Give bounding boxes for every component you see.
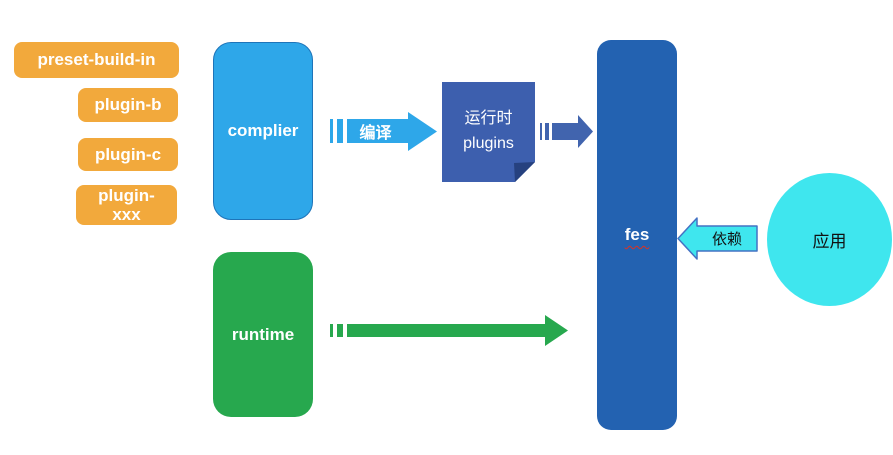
plugins-to-fes-arrow (540, 115, 593, 148)
runtime-box: runtime (213, 252, 313, 417)
complier-box: complier (213, 42, 313, 220)
runtime-arrow (330, 315, 568, 346)
runtime-plugins-line1: 运行时 (464, 110, 513, 128)
runtime-label: runtime (231, 324, 295, 344)
app-label: 应用 (812, 232, 847, 251)
runtime-plugins-line2: plugins (463, 135, 514, 152)
fes-label: fes (624, 225, 650, 244)
badge-plugin-c: plugin-c (78, 138, 178, 171)
depends-arrow-label: 依赖 (711, 231, 742, 248)
fes-box: fes (597, 40, 677, 430)
app-ellipse: 应用 (767, 173, 892, 306)
complier-label: complier (227, 121, 299, 140)
badge-plugin-xxx: plugin- xxx (76, 185, 177, 225)
badge-preset-build-in: preset-build-in (14, 42, 179, 78)
runtime-plugins-note-label: 运行时 plugins (442, 84, 535, 180)
badge-plugin-b: plugin-b (78, 88, 178, 122)
compile-arrow-label: 编译 (359, 125, 392, 142)
